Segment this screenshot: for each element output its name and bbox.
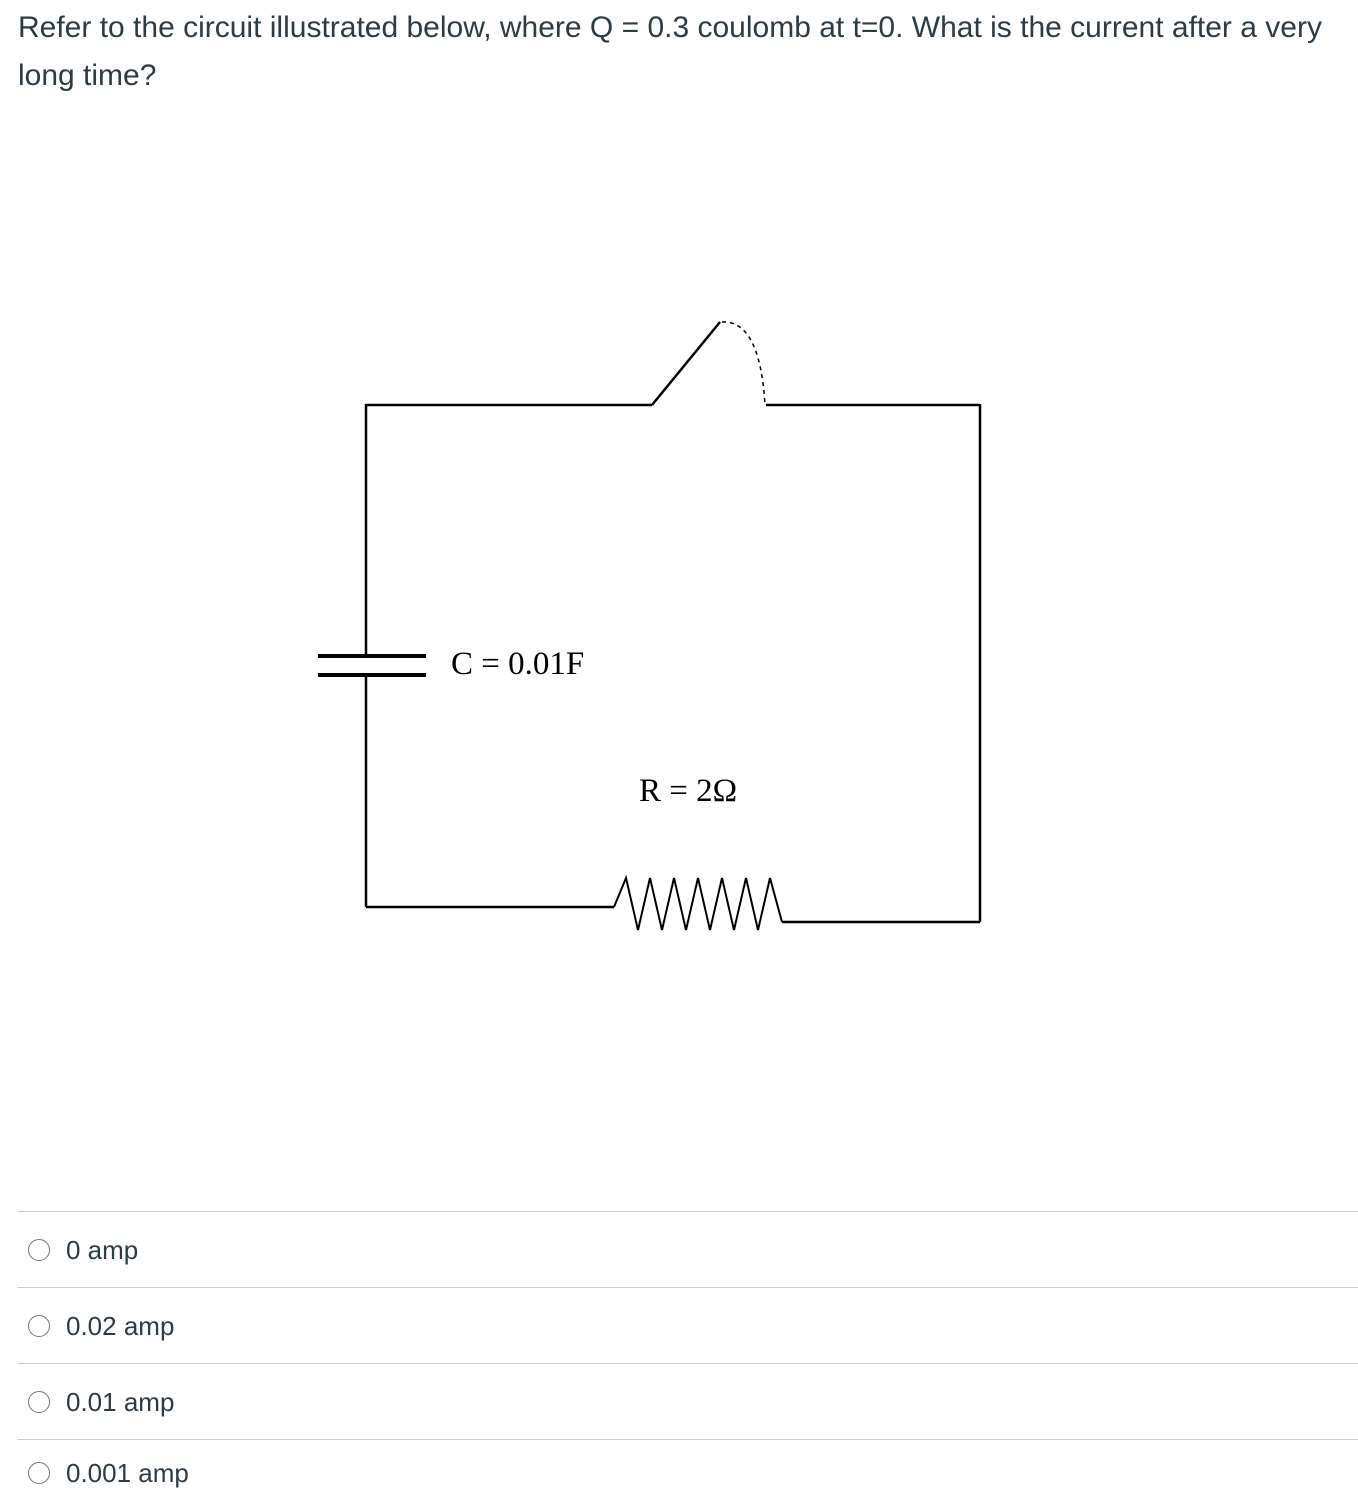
capacitor-label: C = 0.01F (451, 646, 584, 682)
circuit-diagram: C = 0.01F R = 2Ω (318, 321, 982, 931)
resistor-zigzag (613, 874, 783, 931)
radio-button[interactable] (28, 1462, 50, 1484)
answer-option-0-01-amp[interactable]: 0.01 amp (18, 1363, 1358, 1439)
radio-button[interactable] (28, 1238, 50, 1261)
resistor-label: R = 2Ω (639, 773, 737, 809)
answer-list: 0 amp 0.02 amp 0.01 amp 0.001 amp (18, 1211, 1358, 1506)
switch-blade (651, 321, 721, 406)
answer-label: 0.01 amp (66, 1386, 175, 1417)
question-text: Refer to the circuit illustrated below, … (18, 11, 1322, 92)
radio-button[interactable] (28, 1390, 50, 1413)
answer-label: 0 amp (66, 1234, 139, 1265)
answer-label: 0.001 amp (66, 1458, 189, 1488)
answer-option-0-amp[interactable]: 0 amp (18, 1211, 1358, 1287)
answer-label: 0.02 amp (66, 1310, 175, 1341)
answer-option-0-02-amp[interactable]: 0.02 amp (18, 1287, 1358, 1363)
radio-button[interactable] (28, 1314, 50, 1337)
answer-option-0-001-amp[interactable]: 0.001 amp (18, 1439, 1358, 1506)
switch-arc (721, 321, 766, 406)
